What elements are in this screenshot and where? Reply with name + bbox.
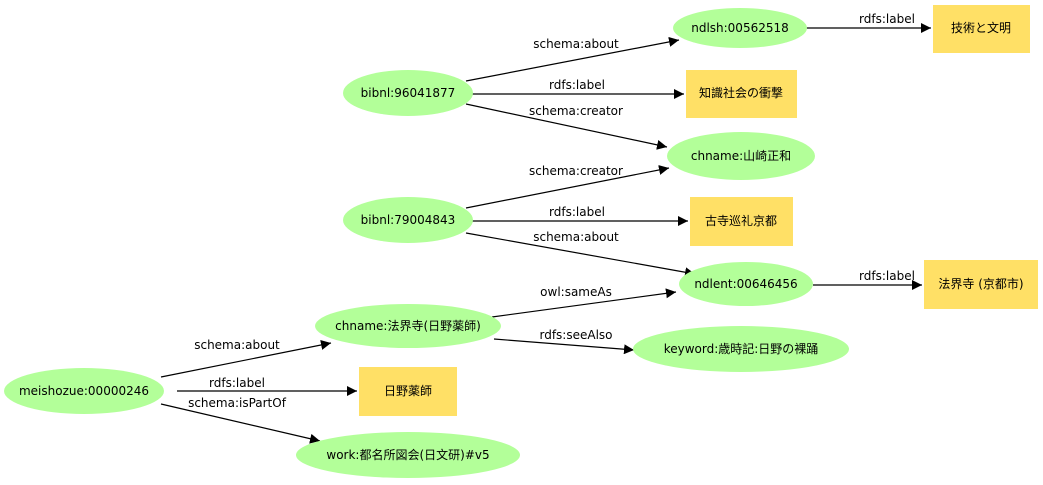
node-bibnl-96041877[interactable]: bibnl:96041877 <box>343 70 473 116</box>
node-work-miyako[interactable]: work:都名所図会(日文研)#v5 <box>296 432 520 478</box>
node-label: ndlsh:00562518 <box>691 21 789 35</box>
node-label: bibnl:96041877 <box>361 86 456 100</box>
node-chname-yamazaki[interactable]: chname:山崎正和 <box>667 132 815 180</box>
node-label-koji[interactable]: 古寺巡礼京都 <box>690 197 793 246</box>
node-label: work:都名所図会(日文研)#v5 <box>326 447 489 462</box>
node-ndlsh[interactable]: ndlsh:00562518 <box>673 8 807 48</box>
edge-meisho-label: rdfs:label <box>177 376 357 396</box>
edge-meisho-partof: schema:isPartOf <box>160 396 321 444</box>
edge-label: schema:creator <box>529 164 623 178</box>
edge-meisho-about: schema:about <box>160 338 332 378</box>
node-chname-horyu[interactable]: chname:法界寺(日野薬師) <box>315 304 501 348</box>
edge-bibnl790-creator: schema:creator <box>465 164 670 209</box>
edge-label: rdfs:label <box>859 12 915 26</box>
node-label: 技術と文明 <box>951 20 1011 35</box>
edge-ndlent-label: rdfs:label <box>813 269 922 290</box>
edge-bibnl790-label: rdfs:label <box>472 205 688 226</box>
node-label: 知識社会の衝撃 <box>699 85 783 100</box>
edge-label: schema:isPartOf <box>188 396 287 410</box>
edge-bibnl960-creator: schema:creator <box>465 103 668 150</box>
edge-chname-seealso: rdfs:seeAlso <box>493 328 635 355</box>
node-label-hokaiji[interactable]: 法界寺 (京都市) <box>924 260 1038 309</box>
edge-label: schema:about <box>194 338 280 352</box>
node-bibnl-79004843[interactable]: bibnl:79004843 <box>343 197 473 243</box>
node-label: chname:法界寺(日野薬師) <box>335 319 481 333</box>
edge-ndlsh-label: rdfs:label <box>806 12 931 33</box>
node-label: 古寺巡礼京都 <box>705 213 777 228</box>
node-label: chname:山崎正和 <box>691 149 791 163</box>
node-label: meishozue:00000246 <box>19 384 149 398</box>
edge-label: schema:about <box>533 37 619 51</box>
edge-label: rdfs:seeAlso <box>539 328 612 342</box>
node-ndlent[interactable]: ndlent:00646456 <box>679 262 813 306</box>
edge-label: schema:about <box>533 230 619 244</box>
node-label: ndlent:00646456 <box>694 277 797 291</box>
edge-label: rdfs:label <box>859 269 915 283</box>
edge-label: rdfs:label <box>549 205 605 219</box>
node-meishozue[interactable]: meishozue:00000246 <box>4 368 164 414</box>
node-label-gijutsu[interactable]: 技術と文明 <box>933 5 1030 53</box>
edge-label: schema:creator <box>529 104 623 118</box>
node-label: 日野薬師 <box>384 384 432 398</box>
edge-label: owl:sameAs <box>540 285 612 299</box>
edge-label: rdfs:label <box>549 78 605 92</box>
edge-label: rdfs:label <box>209 376 265 390</box>
node-label: keyword:歳時記:日野の裸踊 <box>664 341 819 356</box>
node-keyword[interactable]: keyword:歳時記:日野の裸踊 <box>633 326 849 372</box>
node-label: bibnl:79004843 <box>361 213 456 227</box>
edge-bibnl960-about: schema:about <box>465 36 680 82</box>
node-label: 法界寺 (京都市) <box>938 276 1023 291</box>
node-label-hino[interactable]: 日野薬師 <box>359 367 457 416</box>
edge-bibnl790-about: schema:about <box>465 230 696 278</box>
edge-chname-sameas: owl:sameAs <box>491 285 677 318</box>
edge-bibnl960-label: rdfs:label <box>472 78 684 99</box>
node-label-chishiki[interactable]: 知識社会の衝撃 <box>686 70 797 118</box>
